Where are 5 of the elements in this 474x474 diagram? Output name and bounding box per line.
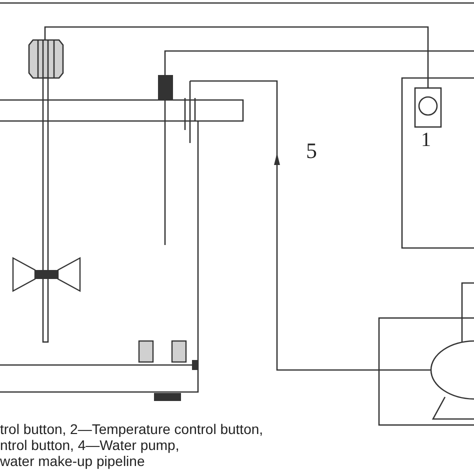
caption-line: water make-up pipeline [0, 454, 145, 468]
callout-number: 1 [421, 130, 431, 150]
caption-line: trol button, 2—Temperature control button, [0, 422, 264, 436]
caption-line: ntrol button, 4—Water pump, [0, 438, 180, 452]
callout-number: 5 [306, 140, 317, 162]
